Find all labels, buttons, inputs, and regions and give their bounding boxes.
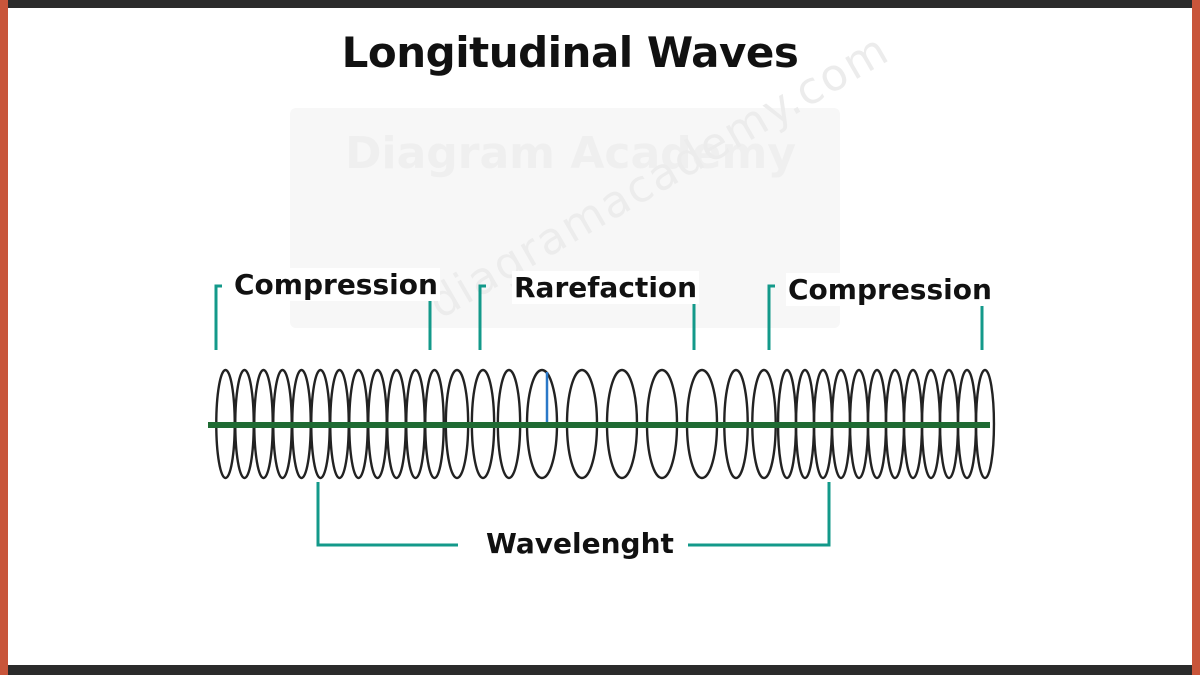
bracket-wavelength-left [316,482,458,547]
label-compression-right: Compression [786,273,994,306]
label-compression-left: Compression [232,268,440,301]
label-wavelength: Wavelenght [484,527,676,560]
diagram-title: Longitudinal Waves [341,28,799,77]
label-rarefaction: Rarefaction [512,271,700,304]
bracket-wavelength-right [688,482,831,547]
frame-top-border [0,0,1200,8]
watermark-name: Diagram Academy [345,128,797,179]
frame-right-border [1192,0,1200,675]
frame-left-border [0,0,8,675]
frame-bottom-border [0,665,1200,675]
